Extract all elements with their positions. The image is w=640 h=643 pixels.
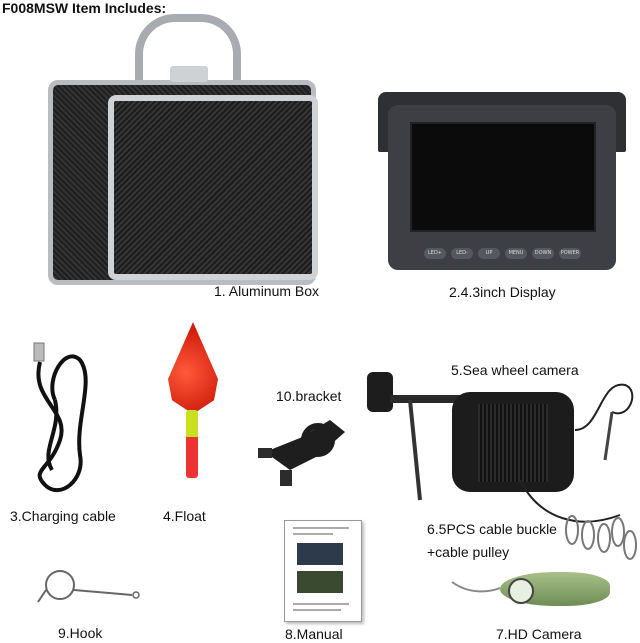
case-front — [108, 95, 318, 280]
label-manual: 8.Manual — [285, 626, 343, 642]
manual-photo — [297, 571, 343, 593]
label-bracket: 10.bracket — [276, 388, 342, 404]
label-hook: 9.Hook — [58, 625, 103, 641]
display-button-up: UP — [478, 248, 500, 259]
manual-photo — [297, 543, 343, 565]
label-aluminum-box: 1. Aluminum Box — [214, 283, 320, 299]
display-button-menu: MENU — [505, 248, 527, 259]
case-handle — [135, 14, 241, 84]
display-button-led-plus: LED+ — [424, 248, 446, 259]
manual-line — [293, 533, 333, 535]
manual-line — [293, 527, 349, 529]
reel-drum — [478, 404, 548, 482]
hd-camera-lens — [508, 578, 534, 604]
reel-arm — [390, 395, 460, 403]
manual-line — [293, 609, 341, 611]
manual-line — [293, 603, 349, 605]
display-screen — [410, 122, 596, 232]
label-float: 4.Float — [163, 508, 206, 524]
label-display: 2.4.3inch Display — [449, 284, 556, 300]
label-cable-buckle: 6.5PCS cable buckle — [427, 521, 557, 537]
label-hd-camera: 7.HD Camera — [496, 626, 582, 642]
display-button-led-minus: LED- — [451, 248, 473, 259]
reel-knob — [367, 372, 393, 412]
display-button-power: POWER — [559, 248, 581, 259]
case-lock — [170, 66, 208, 82]
page-title: F008MSW Item Includes: — [2, 0, 167, 16]
display-button-down: DOWN — [532, 248, 554, 259]
label-sea-wheel-camera: 5.Sea wheel camera — [451, 362, 579, 378]
float-stem — [186, 410, 198, 478]
manual-image — [284, 520, 362, 622]
label-cable-pulley: +cable pulley — [427, 544, 510, 560]
label-charging-cable: 3.Charging cable — [10, 508, 116, 524]
